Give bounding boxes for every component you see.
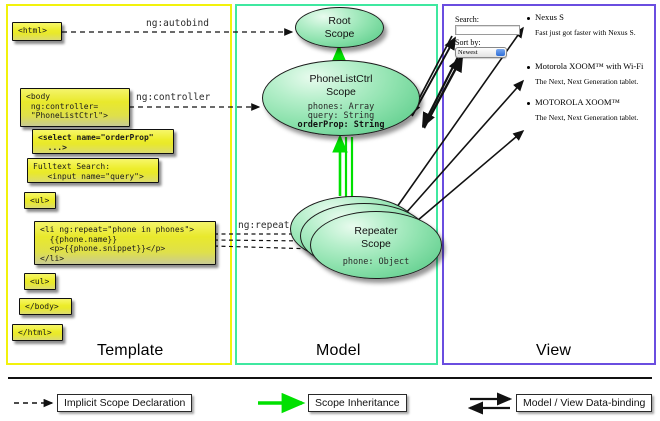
scope-repeater-title-2: Scope: [361, 238, 391, 250]
scope-root-title-1: Root: [328, 15, 351, 27]
view-phone-snippet: The Next, Next Generation tablet.: [535, 113, 639, 122]
scope-repeater-title-1: Repeater: [354, 225, 398, 237]
scope-root: Root Scope: [295, 7, 384, 48]
code-box-fulltext-search: Fulltext Search: <input name="query">: [27, 158, 159, 183]
code-box-html-open: <html>: [12, 22, 62, 41]
view-phone-name: Nexus S: [535, 12, 564, 22]
list-bullet: [527, 66, 530, 69]
code-box-li-repeat: <li ng:repeat="phone in phones"> {{phone…: [34, 221, 216, 265]
connector-ng-repeat-3: [213, 245, 316, 252]
scope-phonelistctrl-title-2: Scope: [326, 86, 356, 98]
label-ng-controller: ng:controller: [136, 92, 211, 103]
legend-label-scope-inheritance: Scope Inheritance: [308, 394, 407, 412]
scope-repeater-prop-phone: phone: Object: [342, 257, 410, 267]
scope-phonelistctrl-prop-orderprop: orderProp: String: [297, 120, 385, 130]
scope-phonelistctrl-prop-query: query: String: [307, 111, 375, 121]
legend-divider: [8, 377, 652, 379]
view-phone-name: Motorola XOOM™ with Wi-Fi: [535, 61, 644, 71]
label-ng-autobind: ng:autobind: [146, 18, 209, 29]
view-phone-name: MOTOROLA XOOM™: [535, 97, 620, 107]
scope-phonelistctrl: PhoneListCtrl Scope phones: Array query:…: [262, 60, 420, 136]
panel-view: [442, 4, 656, 365]
chevron-updown-icon: [496, 49, 505, 56]
view-sort-selected-value: Newest: [458, 49, 478, 56]
code-box-ul-close: <ul>: [24, 273, 56, 290]
view-sort-label: Sort by:: [455, 38, 481, 47]
view-search-input[interactable]: [455, 25, 520, 35]
label-ng-repeat: ng:repeat: [238, 220, 290, 231]
view-phone-snippet: The Next, Next Generation tablet.: [535, 77, 639, 86]
code-box-body-close: </body>: [19, 298, 72, 315]
code-box-html-close: </html>: [12, 324, 63, 341]
panel-title-template: Template: [97, 342, 164, 359]
legend-label-implicit-scope-declaration: Implicit Scope Declaration: [57, 394, 193, 412]
scope-phonelistctrl-title-1: PhoneListCtrl: [309, 73, 373, 85]
list-bullet: [527, 17, 530, 20]
binding-repeater-to-item-2: [397, 79, 525, 223]
binding-sort-to-orderprop: [422, 54, 460, 128]
connector-ng-repeat-2: [213, 237, 310, 245]
list-bullet: [527, 102, 530, 105]
code-box-ul-open: <ul>: [24, 192, 56, 209]
view-sort-select[interactable]: Newest: [455, 47, 507, 58]
scope-root-title-2: Scope: [324, 28, 355, 40]
scope-repeater: Repeater Scope phone: Object: [310, 211, 442, 279]
panel-title-view: View: [536, 342, 572, 359]
view-search-label: Search:: [455, 15, 479, 24]
panel-title-model: Model: [316, 342, 361, 359]
binding-orderprop-to-sort: [422, 54, 464, 129]
scope-phonelistctrl-prop-phones: phones: Array: [307, 102, 375, 112]
binding-repeater-to-item-1: [391, 26, 524, 215]
legend-label-model-view-data-binding: Model / View Data-binding: [516, 394, 653, 412]
binding-repeater-to-item-3: [403, 129, 525, 233]
view-phone-snippet: Fast just got faster with Nexus S.: [535, 28, 636, 37]
code-box-body-open: <body ng:controller= "PhoneListCtrl">: [20, 88, 130, 127]
code-box-select: <select name="orderProp" ...>: [32, 129, 174, 154]
